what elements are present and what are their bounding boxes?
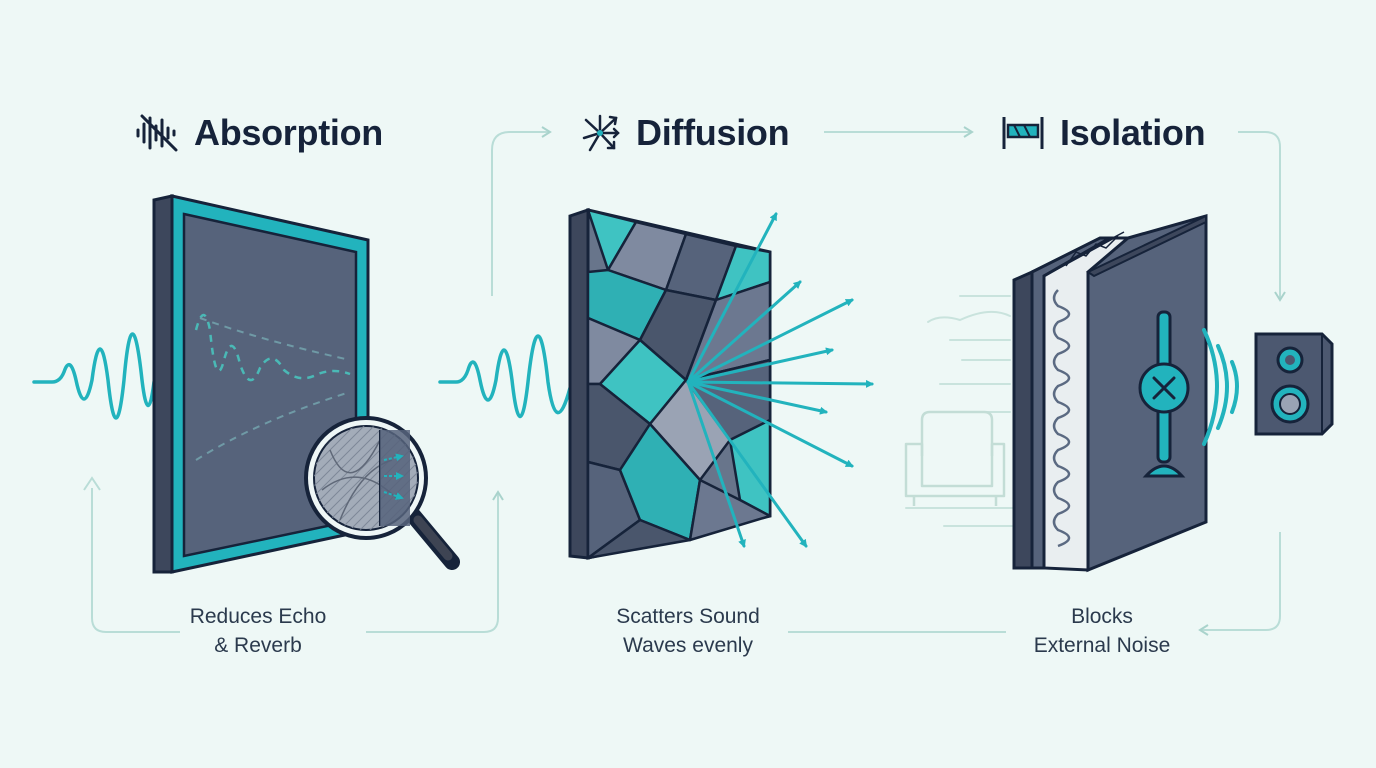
caption-line: Scatters Sound [616, 605, 760, 628]
stage-caption-diffusion: Scatters Sound Waves evenly [578, 602, 798, 660]
connector-left-to-mid [366, 490, 504, 633]
incoming-wave-1 [32, 332, 156, 420]
speaker-icon [1254, 332, 1334, 436]
caption-line: Blocks [1071, 605, 1133, 628]
diffusion-panel-side [568, 207, 590, 560]
barrier-icon [1002, 117, 1044, 149]
caption-line: & Reverb [214, 634, 302, 657]
speaker-waves [1202, 328, 1239, 446]
scatter-arrows-icon [582, 114, 620, 152]
stage-title-text: Diffusion [636, 112, 790, 153]
connector-right-down [1238, 131, 1286, 302]
flow-connectors [83, 126, 1286, 636]
scatter-rays [686, 212, 874, 548]
caption-line: Waves evenly [623, 634, 753, 657]
stage-caption-absorption: Reduces Echo & Reverb [148, 602, 368, 660]
block-symbol [1138, 310, 1190, 478]
stage-title-isolation: Isolation [1000, 108, 1206, 158]
diffusion-illustration [438, 207, 874, 560]
stage-title-text: Absorption [194, 112, 383, 153]
connector-left-arrow-tip [83, 476, 101, 491]
isolation-illustration [904, 214, 1334, 573]
muted-wave-icon [136, 114, 178, 152]
armchair-icon [904, 410, 1006, 506]
caption-line: Reduces Echo [189, 605, 327, 628]
absorption-illustration [32, 194, 460, 574]
decay-wave [194, 313, 351, 382]
connector-mid-up [491, 126, 552, 296]
connector-bottom-right [1198, 532, 1281, 636]
magnifier-icon [304, 416, 460, 570]
absorption-panel-side [152, 194, 174, 574]
isolation-front-side [1012, 269, 1034, 570]
incoming-wave-2 [438, 334, 572, 419]
stage-title-text: Isolation [1060, 112, 1206, 153]
stage-caption-isolation: Blocks External Noise [992, 602, 1212, 660]
caption-line: External Noise [1033, 634, 1171, 657]
stage-title-absorption: Absorption [134, 108, 383, 158]
stage-title-diffusion: Diffusion [580, 108, 790, 158]
connector-left-up [91, 488, 180, 633]
insulation-zigzag [1052, 289, 1071, 548]
